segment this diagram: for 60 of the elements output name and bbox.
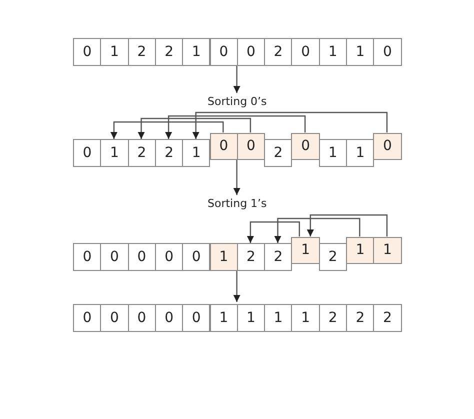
- arrow: [164, 115, 306, 139]
- array-cell: 2: [264, 243, 292, 270]
- array-cell: 1: [373, 236, 402, 264]
- step-label: Sorting 0’s: [208, 95, 267, 108]
- array-cell: 1: [264, 304, 292, 332]
- array-cell: 1: [182, 38, 210, 66]
- array-cell: 0: [154, 243, 184, 270]
- array-cell: 1: [100, 38, 129, 66]
- array-cell: 1: [182, 139, 210, 166]
- array-cell: 0: [291, 132, 320, 160]
- array-cell: 1: [346, 38, 374, 66]
- array-cell: 0: [210, 132, 238, 160]
- step-label: Sorting 1’s: [208, 197, 267, 210]
- array-cell: 2: [264, 38, 292, 66]
- array-cell: 1: [346, 236, 374, 264]
- arrow: [233, 160, 240, 195]
- array-cell: 0: [236, 38, 266, 66]
- array-cell: 0: [236, 132, 266, 160]
- array-cell: 0: [154, 304, 184, 332]
- array-cell: 1: [318, 38, 347, 66]
- arrow: [233, 66, 240, 93]
- array-cell: 1: [291, 236, 320, 264]
- arrow: [233, 270, 240, 302]
- array-cell: 0: [73, 38, 102, 66]
- array-cell: 2: [154, 38, 184, 66]
- array-cell: 1: [236, 304, 266, 332]
- array-cell: 1: [291, 304, 320, 332]
- array-cell: 2: [346, 304, 374, 332]
- arrow: [192, 112, 388, 139]
- arrow: [306, 214, 388, 236]
- arrow: [246, 221, 300, 243]
- array-cell: 1: [346, 139, 374, 166]
- array-cell: 0: [210, 38, 238, 66]
- arrow: [138, 118, 252, 139]
- array-cell: 2: [128, 38, 156, 66]
- arrow: [274, 218, 360, 243]
- array-cell: 0: [182, 304, 210, 332]
- array-cell: 0: [182, 243, 210, 270]
- arrow: [110, 121, 224, 139]
- array-cell: 1: [210, 243, 238, 270]
- array-cell: 0: [373, 38, 402, 66]
- array-cell: 2: [154, 139, 184, 166]
- array-cell: 0: [73, 304, 102, 332]
- array-cell: 1: [318, 139, 347, 166]
- array-cell: 0: [100, 243, 129, 270]
- array-cell: 0: [100, 304, 129, 332]
- array-cell: 2: [318, 304, 347, 332]
- array-cell: 1: [100, 139, 129, 166]
- array-cell: 2: [128, 139, 156, 166]
- array-cell: 0: [373, 132, 402, 160]
- array-cell: 2: [373, 304, 402, 332]
- array-cell: 2: [318, 243, 347, 270]
- array-cell: 0: [128, 304, 156, 332]
- array-cell: 2: [264, 139, 292, 166]
- array-cell: 0: [128, 243, 156, 270]
- array-cell: 1: [210, 304, 238, 332]
- array-cell: 0: [73, 139, 102, 166]
- array-cell: 0: [291, 38, 320, 66]
- array-cell: 0: [73, 243, 102, 270]
- array-cell: 2: [236, 243, 266, 270]
